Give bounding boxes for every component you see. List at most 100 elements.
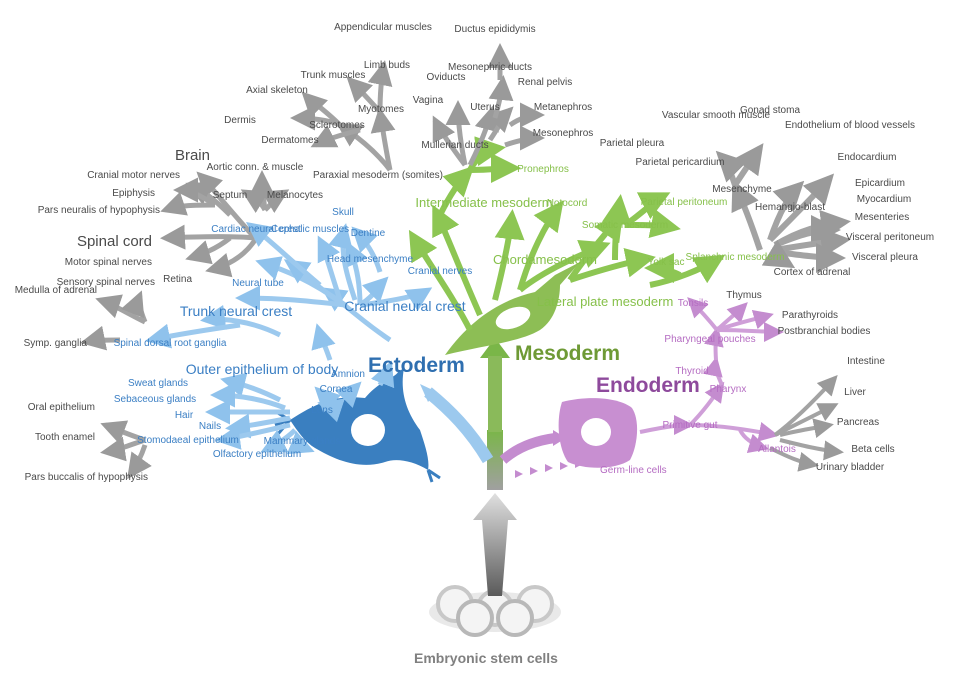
label-dermatomes: Dermatomes [261, 135, 318, 146]
label-primitive-gut: Primitive gut [662, 420, 717, 431]
label-beta-cells: Beta cells [851, 444, 894, 455]
label-yolk-sac: Yolk sac [648, 257, 685, 268]
label-hemangioblast: Hemangio-blast [755, 202, 825, 213]
label-stomodaeal-epithelium: Stomodaeal epithelium [137, 435, 239, 446]
label-sweat-glands: Sweat glands [128, 378, 188, 389]
gray-branches-paraxial [290, 60, 396, 172]
label-gonad-stoma: Gonad stoma [740, 105, 800, 116]
label-pars-buccalis: Pars buccalis of hypophysis [25, 472, 148, 483]
label-paraxial-mesoderm: Paraxial mesoderm (somites) [313, 170, 443, 181]
label-symp-ganglia: Symp. ganglia [24, 338, 88, 349]
label-melanocytes: Melanocytes [267, 190, 323, 201]
label-trunk-neural-crest: Trunk neural crest [180, 303, 292, 319]
label-mesonephros: Mesonephros [533, 128, 594, 139]
label-somatic-mesoderm: Somatic mesoderm [582, 220, 668, 231]
label-lateral-plate-mesoderm: Lateral plate mesoderm [537, 294, 674, 309]
germline-label: Germ-line cells [600, 465, 667, 476]
label-appendicular-muscles: Appendicular muscles [334, 22, 432, 33]
label-pharynx: Pharynx [710, 384, 747, 395]
label-allantois: Allantois [758, 444, 796, 455]
label-ductus-epididymis: Ductus epididymis [454, 24, 535, 35]
label-endocardium: Endocardium [838, 152, 897, 163]
label-parietal-peritoneum: Parietal peritoneum [641, 197, 728, 208]
label-lens: Lens [311, 405, 333, 416]
label-notocord: Notocord [547, 198, 588, 209]
label-hair: Hair [175, 410, 194, 421]
endoderm-cell [558, 398, 638, 468]
label-mammary-glands: Mammary glands [264, 436, 341, 447]
neural-gray-labels-left: Brain Cranial motor nerves Epiphysis Par… [15, 147, 210, 483]
label-amnion: Amnion [331, 369, 365, 380]
ectoderm-cell [274, 368, 441, 483]
label-intestine: Intestine [847, 356, 885, 367]
trunk-to-ectoderm [424, 387, 494, 464]
label-parietal-pleura: Parietal pleura [600, 138, 665, 149]
label-mesenteries: Mesenteries [855, 212, 909, 223]
label-thymus: Thymus [726, 290, 762, 301]
label-cephalic-muscles: Cephalic muscles [271, 224, 349, 235]
trunk-to-mesoderm-head [480, 338, 510, 358]
label-cranial-neural-crest: Cranial neural crest [344, 298, 465, 314]
label-epiphysis: Epiphysis [112, 188, 155, 199]
label-limb-buds: Limb buds [364, 60, 410, 71]
trunk-to-mesoderm [488, 356, 502, 432]
label-pronephros: Pronephros [517, 164, 569, 175]
label-postbranchial-bodies: Postbranchial bodies [778, 326, 871, 337]
label-tonsils: Tonsils [678, 298, 709, 309]
label-visceral-pleura: Visceral pleura [852, 252, 918, 263]
neural-gray-labels: Appendicular muscles Limb buds Trunk mus… [207, 22, 443, 201]
gray-branches-splanchnic [715, 143, 851, 273]
label-head-mesenchyme: Head mesenchyme [327, 254, 414, 265]
label-epicardium: Epicardium [855, 178, 905, 189]
label-renal-pelvis: Renal pelvis [518, 77, 572, 88]
stem-cell-5 [496, 599, 534, 637]
label-vascular-smooth-muscle: Vascular smooth muscle [662, 110, 771, 121]
trunk-to-endoderm [499, 433, 556, 464]
label-mesenchyme: Mesenchyme [712, 184, 772, 195]
endoderm-gray-labels: Intestine Liver Pancreas Beta cells Urin… [816, 356, 895, 473]
label-oviducts: Oviducts [427, 72, 466, 83]
label-uterus: Uterus [470, 102, 499, 113]
label-endothelium-blood-vessels: Endothelium of blood vessels [785, 120, 915, 131]
stem-cell-4 [456, 599, 494, 637]
label-intermediate-mesoderm: Intermediate mesoderm [415, 195, 552, 210]
trunk-upper [487, 430, 503, 490]
label-myocardium: Myocardium [857, 194, 911, 205]
label-nails: Nails [199, 421, 221, 432]
label-retina: Retina [163, 274, 192, 285]
label-pars-neuralis: Pars neuralis of hypophysis [38, 205, 160, 216]
label-outer-epithelium: Outer epithelium of body [186, 361, 339, 377]
label-urinary-bladder: Urinary bladder [816, 462, 885, 473]
label-cranial-nerves: Cranial nerves [408, 266, 472, 277]
label-sensory-spinal-nerves: Sensory spinal nerves [57, 277, 155, 288]
label-skull: Skull [332, 207, 354, 218]
label-sclerotomes: Sclerotomes [309, 120, 365, 131]
label-pancreas: Pancreas [837, 417, 879, 428]
label-sebaceous-glands: Sebaceous glands [114, 394, 196, 405]
label-aortic-conn: Aortic conn. & muscle [207, 162, 304, 173]
stem-cells-group [429, 585, 561, 637]
label-liver: Liver [844, 387, 866, 398]
label-metanephros: Metanephros [534, 102, 592, 113]
gray-branches-gut [769, 375, 844, 472]
ectoderm-labels: Cardiac neural crest Cephalic muscles Sk… [114, 207, 473, 460]
trunk-lower-arrow [473, 493, 517, 596]
mesoderm-gray-labels: Vascular smooth muscle Gonad stoma Endot… [662, 105, 934, 278]
label-splanchnic-mesoderm: Splanchnic mesoderm [686, 252, 785, 263]
label-cardiac-neural-crest: Cardiac neural crest [211, 224, 301, 235]
label-cranial-motor-nerves: Cranial motor nerves [87, 170, 180, 181]
label-dermis: Dermis [224, 115, 256, 126]
gray-branches-intermediate [432, 43, 545, 167]
label-axial-skeleton: Axial skeleton [246, 85, 308, 96]
mesoderm-labels: Ductus epididymis Mesonephric ducts Rena… [413, 24, 785, 309]
label-olfactory-epithelium: Olfactory epithelium [213, 449, 301, 460]
mesoderm-cell [445, 262, 580, 355]
label-spinal-cord: Spinal cord [77, 233, 152, 250]
endoderm-labels: Tonsils Thymus Parathyroids Postbranchia… [662, 290, 870, 455]
label-parietal-pericardium: Parietal pericardium [636, 157, 725, 168]
label-trunk-muscles: Trunk muscles [301, 70, 366, 81]
label-vagina: Vagina [413, 95, 444, 106]
label-cornea: Cornea [320, 384, 353, 395]
label-oral-epithelium: Oral epithelium [28, 402, 95, 413]
